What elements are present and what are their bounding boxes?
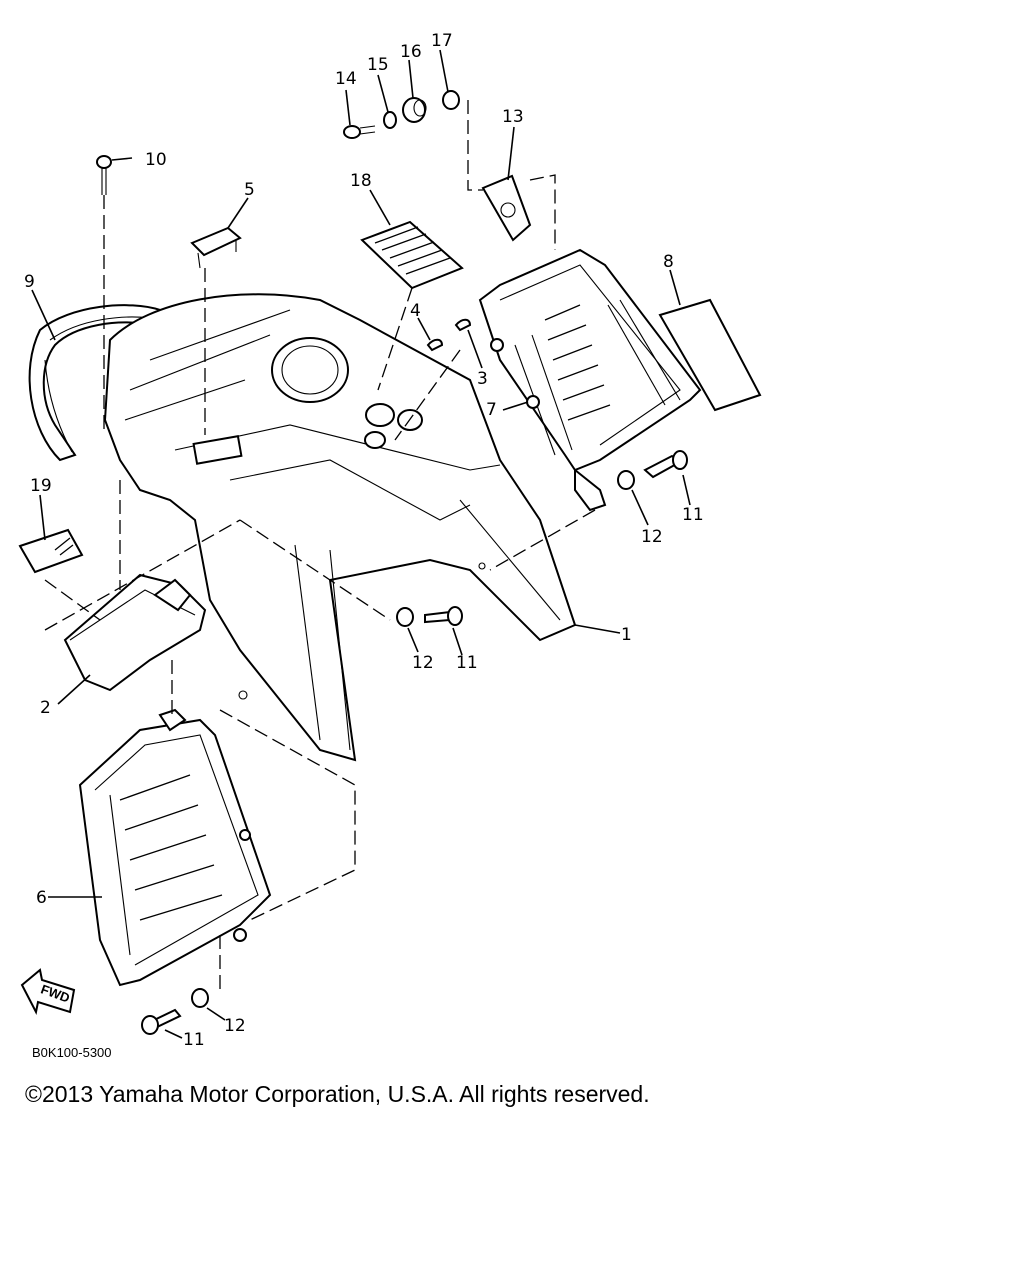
- callout-1: 1: [621, 625, 632, 645]
- hardware: [96, 90, 688, 1035]
- callout-labels: 10 5 9 18 4 3 7 8 13 14 15 16 17 19 2 6 …: [24, 31, 704, 1050]
- part-1-front-cover: [103, 293, 577, 762]
- copyright-notice: ©2013 Yamaha Motor Corporation, U.S.A. A…: [25, 1081, 650, 1107]
- callout-11-center: 11: [456, 653, 478, 673]
- part-18-decal: [360, 220, 464, 290]
- assembly-lines: [44, 100, 596, 990]
- callout-11-bottom: 11: [183, 1030, 205, 1050]
- callout-17: 17: [431, 31, 453, 51]
- callout-7: 7: [486, 400, 497, 420]
- callout-12-right: 12: [641, 527, 663, 547]
- callout-8: 8: [663, 252, 674, 272]
- right-vent-panel: [478, 248, 702, 512]
- callout-11-right: 11: [682, 505, 704, 525]
- fwd-arrow-icon: FWD: [20, 968, 76, 1015]
- callout-13: 13: [502, 107, 524, 127]
- part-19-plate: [18, 528, 84, 574]
- callout-12-center: 12: [412, 653, 434, 673]
- callout-15: 15: [367, 55, 389, 75]
- callout-12-bottom: 12: [224, 1016, 246, 1036]
- exploded-parts-diagram: FWD 10 5 9 18 4 3 7 8 13 14 15 16 17 19 …: [18, 31, 762, 1060]
- callout-5: 5: [244, 180, 255, 200]
- part-2-bracket: [63, 573, 207, 692]
- callout-10: 10: [145, 150, 167, 170]
- callout-6: 6: [36, 888, 47, 908]
- part-6-left-vent-panel: [78, 708, 272, 987]
- callout-3: 3: [477, 369, 488, 389]
- callout-4: 4: [410, 301, 421, 321]
- callout-18: 18: [350, 171, 372, 191]
- callout-19: 19: [30, 476, 52, 496]
- callout-16: 16: [400, 42, 422, 62]
- leader-lines: [31, 49, 691, 1039]
- drawing-code: B0K100-5300: [32, 1045, 112, 1060]
- part-5-clip: [190, 226, 242, 269]
- callout-14: 14: [335, 69, 357, 89]
- part-13-bracket: [481, 174, 532, 242]
- part-8-pad: [658, 298, 762, 412]
- callout-9: 9: [24, 272, 35, 292]
- callout-2: 2: [40, 698, 51, 718]
